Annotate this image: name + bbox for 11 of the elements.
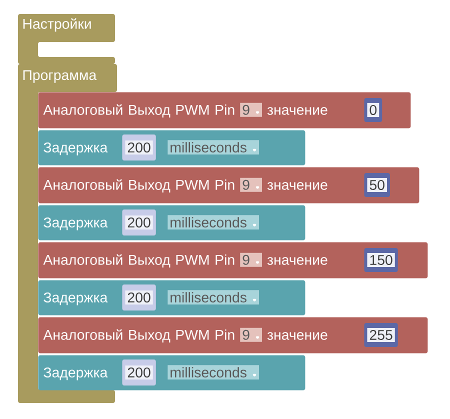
number-block: 200 xyxy=(122,210,156,236)
setup-block: Настройки xyxy=(18,14,115,64)
number-block: 50 xyxy=(364,173,390,197)
node-label: Программа xyxy=(23,70,97,83)
number-block: 200 xyxy=(122,284,156,310)
node-label: Настройки xyxy=(23,18,91,32)
number-block: 0 xyxy=(364,98,382,122)
number-block: 200 xyxy=(122,134,156,160)
number-block: 200 xyxy=(122,360,156,386)
number-block: 255 xyxy=(364,323,398,347)
number-block: 150 xyxy=(364,248,398,272)
